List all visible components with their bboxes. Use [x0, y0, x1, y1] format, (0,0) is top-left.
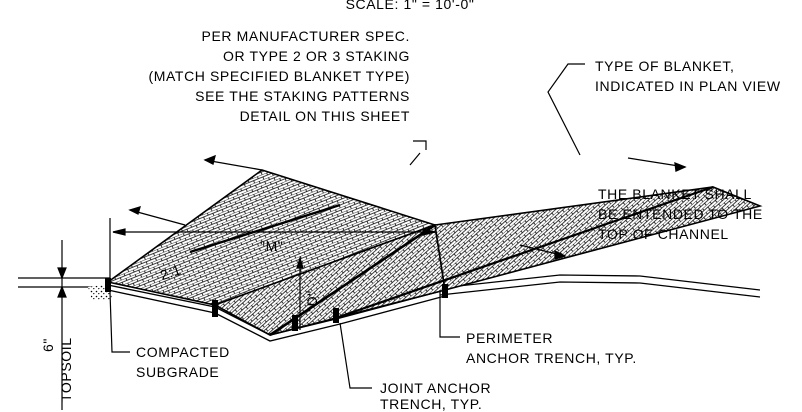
extent-note-line-1: THE BLANKET SHALL	[598, 186, 752, 202]
subgrade-callout-line-1: COMPACTED	[136, 344, 230, 360]
staking-callout-line-4: SEE THE STAKING PATTERNS	[195, 88, 410, 104]
depth-dimension-label: "D"	[304, 290, 320, 312]
topsoil-label: TOPSOIL	[58, 337, 74, 402]
topsoil-dimension	[57, 240, 67, 410]
blanket-type-callout-line-2: INDICATED IN PLAN VIEW	[595, 78, 781, 94]
staking-callout-line-3: (MATCH SPECIFIED BLANKET TYPE)	[148, 68, 410, 84]
staking-callout-line-1: PER MANUFACTURER SPEC.	[201, 28, 410, 44]
staking-callout-line-5: DETAIL ON THIS SHEET	[239, 108, 410, 124]
flow-arrows	[128, 154, 687, 260]
perimeter-trench-callout-line-1: PERIMETER	[466, 330, 554, 346]
joint-trench-callout-line-2: TRENCH, TYP.	[380, 396, 483, 412]
staking-callout-line-2: OR TYPE 2 OR 3 STAKING	[223, 48, 410, 64]
subgrade-callout-line-2: SUBGRADE	[136, 364, 220, 380]
scale-note: SCALE: 1" = 10'-0"	[345, 0, 475, 12]
anchor-trenches	[105, 278, 448, 331]
extent-note-line-3: TOP OF CHANNEL	[598, 226, 729, 242]
width-dimension	[109, 218, 436, 282]
joint-trench-callout-line-1: JOINT ANCHOR	[380, 380, 492, 396]
depth-dimension	[296, 255, 304, 330]
perimeter-trench-callout-line-2: ANCHOR TRENCH, TYP.	[466, 350, 637, 366]
width-dimension-label: "M"	[260, 238, 284, 254]
blanket-type-callout-line-1: TYPE OF BLANKET,	[595, 58, 735, 74]
extent-note-line-2: BE ENTENDED TO THE	[598, 206, 763, 222]
leader-lines	[109, 63, 585, 389]
topsoil-depth-label: 6"	[40, 338, 56, 352]
